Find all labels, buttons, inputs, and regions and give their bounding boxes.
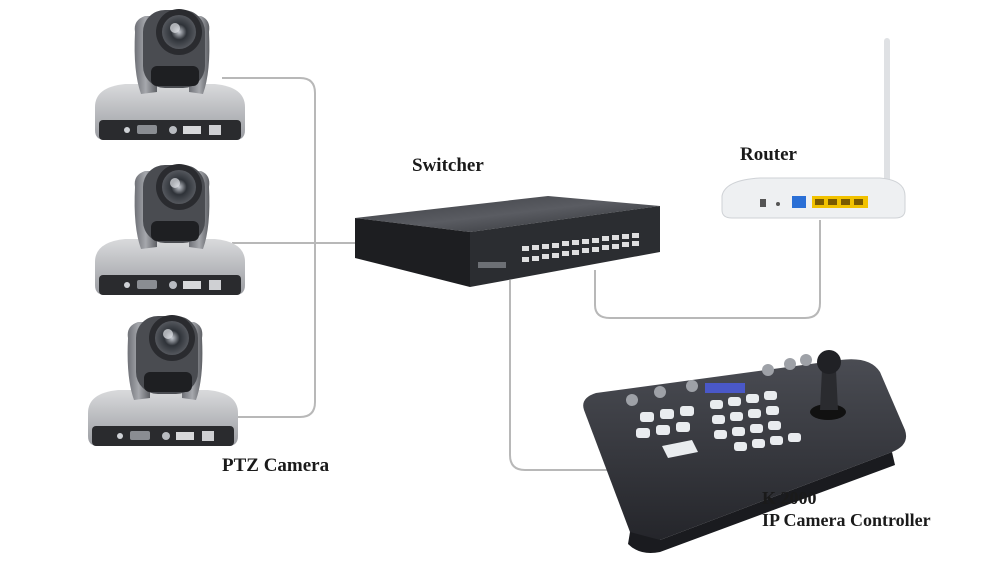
cable-controller [509,280,626,471]
cable-router [594,220,821,319]
controller-model-label: K 2000 [762,488,817,508]
router [721,38,906,219]
ptz-camera-label: PTZ Camera [222,455,330,476]
network-switch [355,196,660,287]
controller-name-label: IP Camera Controller [762,510,931,530]
cable-camera-top [222,77,316,418]
controller-label: K 2000 IP Camera Controller [762,487,931,531]
router-label: Router [740,144,797,165]
ip-camera-controller [583,350,907,553]
switcher-label: Switcher [412,155,484,176]
ptz-camera-2 [95,164,245,295]
ptz-camera-1 [95,9,245,140]
network-cables [222,77,821,471]
ptz-camera-3 [88,315,238,446]
